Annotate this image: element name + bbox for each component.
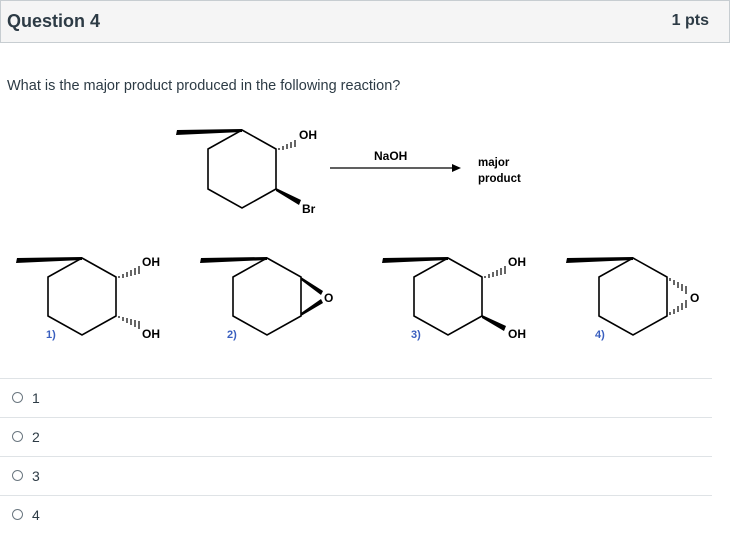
choice-3-molecule: OH OH 3) (382, 255, 526, 341)
choice-3-upper-oh: OH (508, 255, 526, 269)
answer-list: 1 2 3 4 (0, 378, 712, 534)
answer-label-2[interactable]: 2 (32, 429, 40, 445)
reaction-arrowhead (452, 164, 461, 172)
choice-2-molecule: O 2) (200, 257, 333, 341)
choice-2-oxygen: O (324, 291, 333, 305)
choice-2-lower-epoxide-wedge (301, 299, 323, 316)
choice-1-number: 1) (46, 329, 56, 341)
question-header: Question 4 1 pts (0, 0, 730, 43)
reactant-methyl-wedge (176, 129, 242, 135)
reactant-br-label: Br (302, 202, 316, 216)
answer-option-2[interactable]: 2 (0, 417, 712, 456)
question-points: 1 pts (671, 12, 709, 29)
product-label-line1: major (478, 157, 510, 169)
answer-option-3[interactable]: 3 (0, 456, 712, 495)
choice-3-number: 3) (411, 329, 421, 341)
choice-4-molecule: O 4) (566, 257, 699, 341)
choice-1-lower-hash (118, 316, 140, 329)
radio-button-2[interactable] (12, 431, 23, 442)
choice-4-lower-hash (669, 300, 687, 315)
reactant-br-wedge (276, 188, 301, 205)
choice-1-molecule: OH OH 1) (16, 255, 160, 341)
reagent-label: NaOH (374, 149, 407, 163)
choice-4-oxygen: O (690, 291, 699, 305)
choice-1-lower-oh: OH (142, 327, 160, 341)
choice-2-number: 2) (227, 329, 237, 341)
choice-2-upper-epoxide-wedge (301, 277, 323, 295)
choice-4-upper-hash (669, 278, 687, 294)
answer-option-4[interactable]: 4 (0, 495, 712, 534)
choice-3-methyl-wedge (382, 257, 448, 263)
reaction-diagram: OH Br NaOH major product OH OH 1) (16, 128, 699, 341)
question-title: Question 4 (7, 11, 101, 31)
radio-button-4[interactable] (12, 509, 23, 520)
answer-option-1[interactable]: 1 (0, 378, 712, 417)
choice-4-number: 4) (595, 329, 605, 341)
radio-button-1[interactable] (12, 392, 23, 403)
choice-3-upper-hash (484, 266, 506, 278)
reactant-molecule (207, 129, 277, 209)
choice-2-methyl-wedge (200, 257, 267, 263)
choice-3-lower-wedge (482, 315, 506, 331)
answer-label-1[interactable]: 1 (32, 390, 40, 406)
question-text: What is the major product produced in th… (7, 78, 401, 94)
choice-3-lower-oh: OH (508, 327, 526, 341)
product-label-line2: product (478, 173, 521, 185)
reactant-oh-hash (278, 140, 296, 150)
choice-1-methyl-wedge (16, 257, 82, 263)
choice-1-upper-oh: OH (142, 255, 160, 269)
reactant-oh-label: OH (299, 128, 317, 142)
choice-4-methyl-wedge (566, 257, 633, 263)
choice-1-upper-hash (118, 266, 140, 278)
answer-label-4[interactable]: 4 (32, 507, 40, 523)
answer-label-3[interactable]: 3 (32, 468, 40, 484)
radio-button-3[interactable] (12, 470, 23, 481)
